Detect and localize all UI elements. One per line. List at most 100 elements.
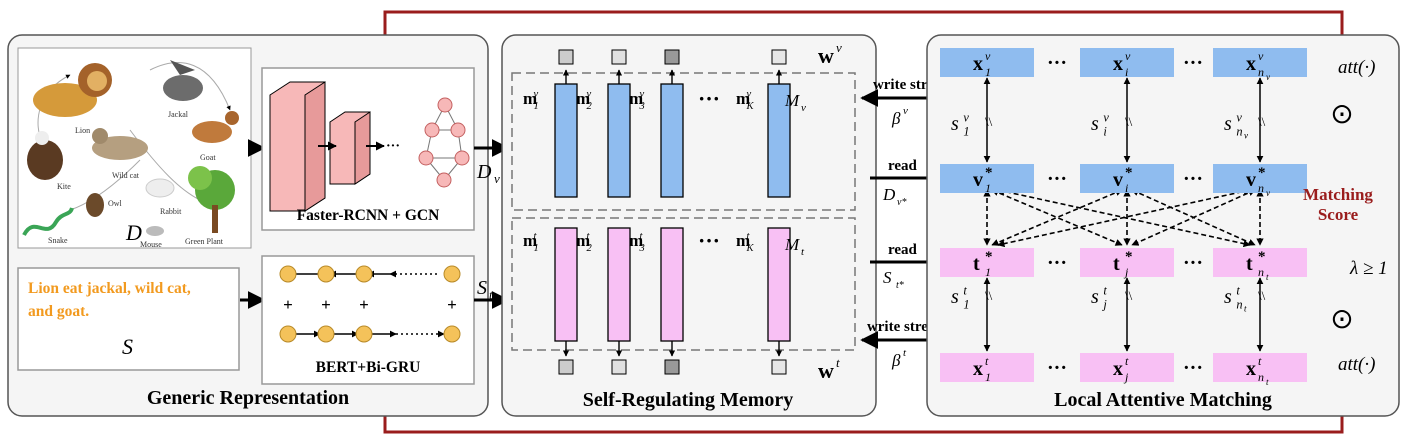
svg-text:*: * <box>1125 165 1133 181</box>
bigru-nodes <box>279 265 461 343</box>
wildcat-icon <box>92 136 148 160</box>
svg-text:s: s <box>1224 113 1232 135</box>
svg-text:s: s <box>1091 113 1099 135</box>
svg-text:v: v <box>801 102 806 114</box>
write-weight-cell <box>611 49 627 65</box>
svg-text:n: n <box>1258 65 1264 79</box>
x-visual-region <box>1213 48 1307 77</box>
read-bottom: read <box>888 242 918 258</box>
memory-slot-label-v: mKv <box>736 89 755 112</box>
write-weight-cell <box>664 49 680 65</box>
similarity-mark: \\ <box>1258 114 1266 129</box>
svg-text:m: m <box>736 89 750 108</box>
matching-score-line-1: Matching <box>1303 185 1373 204</box>
svg-text:m: m <box>523 231 537 250</box>
generic-representation-title: Generic Representation <box>147 387 349 409</box>
memory-ellipsis-t: ··· <box>698 228 720 253</box>
similarity-mark: \\ <box>985 288 993 303</box>
svg-text:x: x <box>1113 358 1123 380</box>
svg-text:···: ··· <box>386 139 400 154</box>
svg-text:t: t <box>801 246 805 258</box>
svg-text:*: * <box>1125 249 1133 265</box>
svg-text:n: n <box>1236 298 1242 312</box>
svg-text:s: s <box>951 113 959 135</box>
bert-bigru-box: + + + + BERT+Bi-GRU <box>261 255 475 385</box>
odot-top: ⊙ <box>1330 99 1353 130</box>
v-star-region <box>1080 164 1174 193</box>
cross-attention-lines <box>983 187 1264 248</box>
t-star-region <box>1213 248 1307 277</box>
svg-text:t: t <box>1236 284 1240 298</box>
svg-text:v: v <box>1125 49 1131 63</box>
svg-text:t: t <box>587 231 591 242</box>
svg-text:n: n <box>1258 370 1264 384</box>
similarity-mark: \\ <box>1125 114 1133 129</box>
svg-text:*: * <box>1258 165 1266 181</box>
svg-text:1: 1 <box>963 298 969 312</box>
svg-text:x: x <box>1246 53 1256 75</box>
svg-text:*: * <box>985 165 993 181</box>
similarity-mark: \\ <box>1125 288 1133 303</box>
mouse-icon <box>146 226 164 236</box>
wv-label: w <box>818 43 834 68</box>
svg-text:t: t <box>1113 253 1120 275</box>
write-weight-cell <box>558 49 574 65</box>
svg-text:t: t <box>1244 303 1247 313</box>
memory-title: Self-Regulating Memory <box>583 389 794 411</box>
svg-text:t: t <box>903 347 907 359</box>
jackal-icon <box>163 75 203 101</box>
odot-bottom: ⊙ <box>1330 304 1353 335</box>
t-star-region <box>940 248 1034 277</box>
mt-label: M <box>784 235 800 254</box>
svg-text:Rabbit: Rabbit <box>160 207 182 216</box>
rabbit-icon <box>145 178 175 198</box>
memory-ellipsis-v: ··· <box>698 86 720 111</box>
att-bottom: att(·) <box>1338 354 1375 375</box>
matching-title: Local Attentive Matching <box>1054 389 1272 411</box>
beta-v: β <box>891 109 901 128</box>
svg-text:j: j <box>1101 298 1107 312</box>
visual-memory-slot <box>660 83 684 198</box>
svg-text:t: t <box>836 355 840 370</box>
svg-text:+: + <box>447 295 457 314</box>
svg-text:+: + <box>321 295 331 314</box>
svg-text:m: m <box>576 231 590 250</box>
svg-text:v: v <box>836 40 842 55</box>
wt-label: w <box>818 358 834 383</box>
gcn-graph-icon <box>418 97 470 188</box>
owl-icon <box>86 193 104 217</box>
svg-text:3: 3 <box>639 243 645 254</box>
svg-text:v: v <box>963 111 969 125</box>
sentence-line-1: Lion eat jackal, wild cat, <box>28 280 191 297</box>
similarity-mark: \\ <box>985 114 993 129</box>
v-star-region <box>1213 164 1307 193</box>
memory-slot-label-v: m1v <box>523 89 539 112</box>
memory-slot-label-t: mKt <box>736 231 755 254</box>
snake-icon <box>22 207 74 237</box>
text-memory-slot <box>660 227 684 342</box>
x-text-word <box>1213 353 1307 382</box>
svg-text:v: v <box>1236 111 1242 125</box>
svg-text:t: t <box>985 354 989 368</box>
svg-text:v: v <box>1266 188 1270 198</box>
svg-text:Owl: Owl <box>108 199 123 208</box>
memory-slot-label-v: m2v <box>576 89 593 112</box>
faster-rcnn-gcn-box: ··· Faster-RCNN + GCN <box>261 67 475 231</box>
lion-icon <box>33 83 97 117</box>
svg-text:x: x <box>973 53 983 75</box>
row-ellipsis: ··· <box>1183 168 1203 190</box>
goat-icon <box>192 121 232 143</box>
visual-memory-slot <box>607 83 631 198</box>
svg-text:i: i <box>1125 65 1128 79</box>
write-weight-cell <box>664 359 680 375</box>
svg-text:1: 1 <box>963 125 969 139</box>
row-ellipsis: ··· <box>1047 168 1067 190</box>
